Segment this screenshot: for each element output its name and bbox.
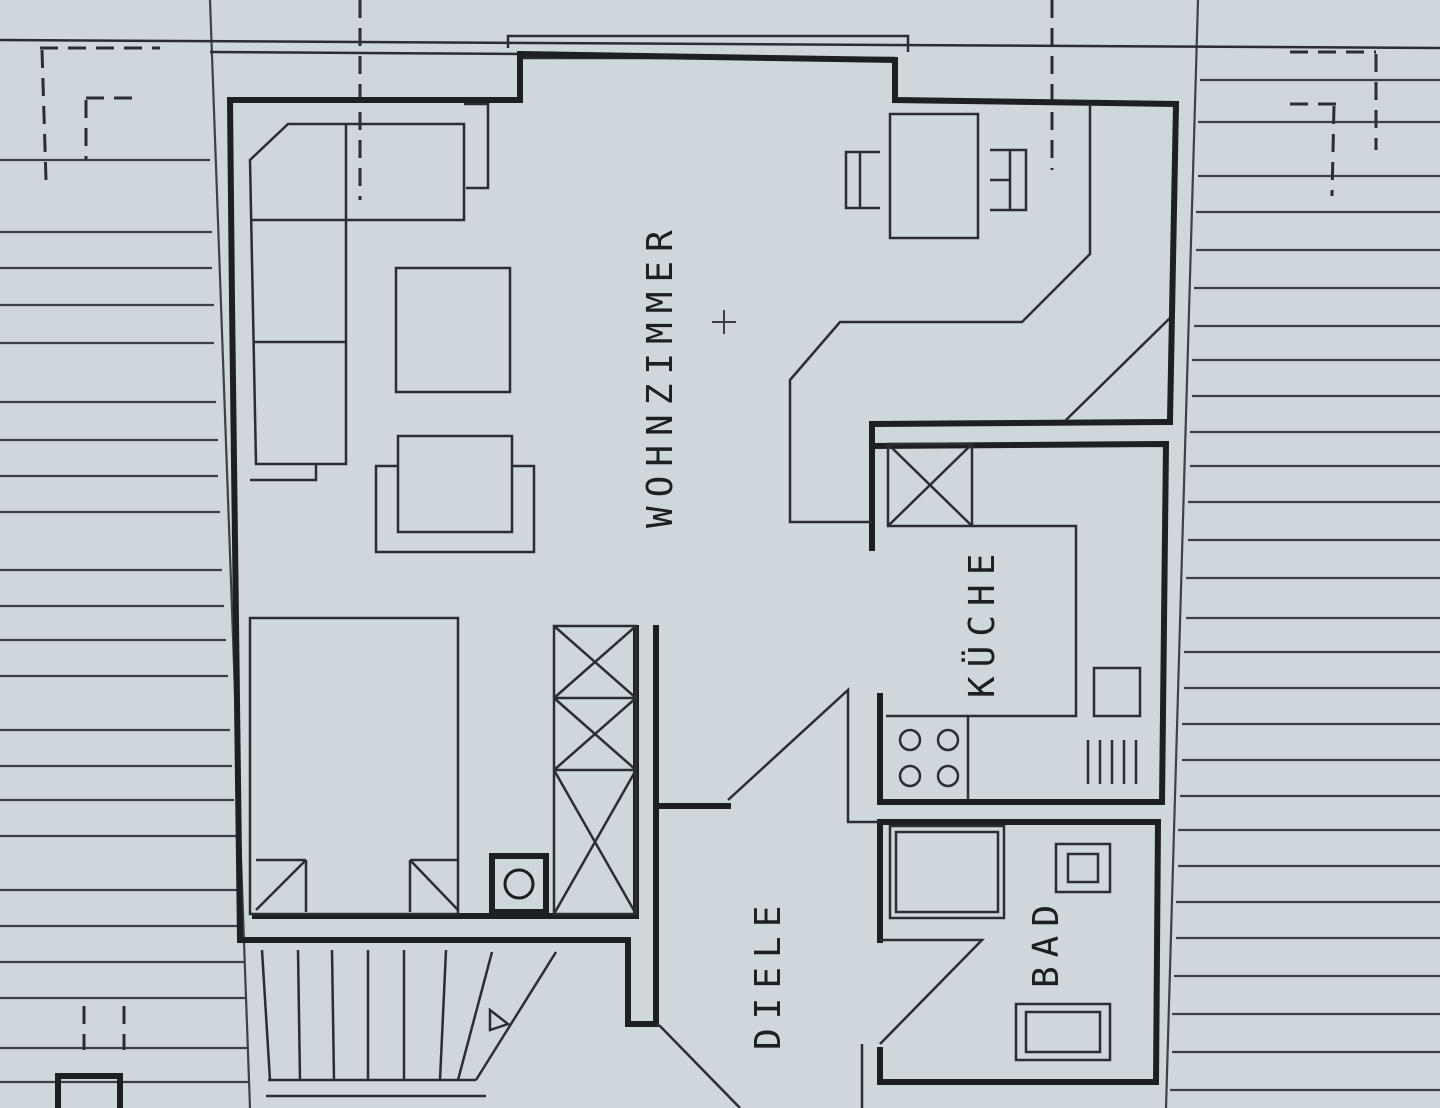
center-mark [712, 310, 736, 334]
bath-tub [1014, 1002, 1112, 1062]
room-label-living: WOHNZIMMER [640, 221, 681, 528]
roof-hatching-right [1164, 0, 1440, 1108]
armchair [374, 434, 536, 554]
wardrobe [552, 624, 638, 916]
kitchen-cooktop [898, 728, 960, 788]
kitchen-sink [1092, 666, 1142, 718]
chimney-box [55, 1073, 123, 1108]
kitchen-radiator [1086, 740, 1138, 784]
coffee-table [394, 266, 512, 394]
room-label-kitchen: KÜCHE [961, 545, 1003, 698]
bath-toilet [1054, 842, 1112, 894]
stair-opening-living [788, 104, 1171, 524]
door-swings [655, 687, 985, 1108]
kitchen-fridge [886, 442, 974, 528]
stove-icon [489, 853, 549, 915]
dining-table [844, 112, 1028, 240]
bath-shower [888, 824, 1006, 920]
bed [248, 616, 460, 916]
dashed-beam-lines [40, 0, 1378, 1050]
room-label-bath: BAD [1026, 896, 1067, 988]
staircase [260, 949, 558, 1098]
outer-walls [226, 50, 1180, 944]
living-walls [237, 418, 1174, 1085]
room-label-hall: DIELE [748, 897, 789, 1050]
corner-sofa [248, 102, 490, 482]
kitchen-counter [886, 524, 1078, 800]
